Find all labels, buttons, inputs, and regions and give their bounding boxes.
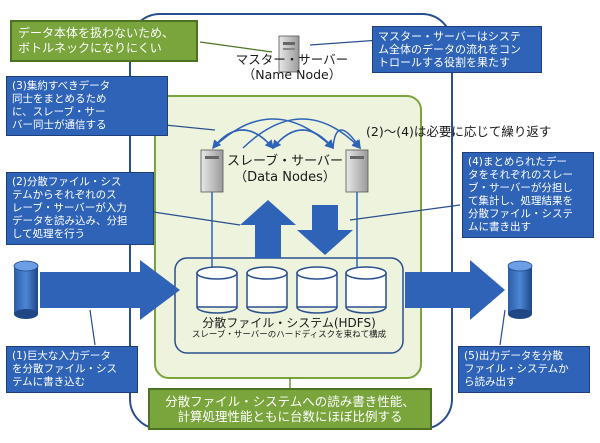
scalability-callout: 分散ファイル・システムへの読み書き性能、 計算処理性能ともに台数にほぼ比例する [148,388,432,430]
callout-line: 分散ファイル・システ [468,208,573,220]
step5-callout: (5)出力データを分散 ファイル・システムか ら読み出す [458,346,590,393]
read-up-arrow [240,200,296,258]
callout-line: マスター・サーバーはシステ [378,30,521,43]
callout-line: データを読み込み、分担 [12,215,128,227]
slave-title: スレーブ・サーバー [226,154,344,169]
callout-line: 計算処理性能ともに台数にほぼ比例する [177,409,403,424]
callout-line: (2)分散ファイル・シス [12,176,122,188]
hdfs-subtitle: スレーブ・サーバーのハードディスクを束ねて構成 [191,330,387,340]
callout-line: (5)出力データを分散 [464,350,563,362]
callout-line: レーブ・サーバーが入力 [12,202,127,214]
callout-line: ブ・サーバーが分担し [468,182,573,194]
callout-line: ファイル・システムか [464,363,569,375]
hdfs-label: 分散ファイル・システム(HDFS) スレーブ・サーバーのハードディスクを束ねて構… [178,316,400,341]
callout-line: トロールする役割を果たす [378,56,510,69]
hdfs-disk-4 [345,266,387,314]
step2-callout: (2)分散ファイル・シス テムからそれぞれのス レーブ・サーバーが入力 データを… [6,172,154,245]
callout-line: て集計し、処理結果を [468,195,573,207]
master-server-icon [278,35,300,73]
hdfs-disk-1 [196,266,238,314]
write-down-arrow [297,205,353,255]
callout-line: (1)巨大な入力データ [12,350,111,362]
callout-line: ら読み出す [464,376,517,388]
output-arrow [405,260,505,320]
callout-line: テムに書き込む [12,376,86,388]
hdfs-disk-3 [296,266,338,314]
master-title: マスター・サーバー [235,52,349,67]
callout-line: ボトルネックになりにくい [18,41,162,55]
callout-line: (4)まとめられたデー [468,156,567,168]
no-bottleneck-callout: データ本体を扱わないため、 ボトルネックになりにくい [10,20,198,62]
master-role-callout: マスター・サーバーはシステ ム全体のデータの流れをコン トロールする役割を果たす [372,26,542,73]
callout-line: ムに書き出す [468,221,531,233]
input-data-cylinder [13,260,39,319]
step4-callout: (4)まとめられたデー タをそれぞれのスレー ブ・サーバーが分担し て集計し、処… [462,152,594,238]
input-arrow [40,260,180,320]
output-data-cylinder [507,260,533,319]
callout-line: バー同士が通信する [12,119,107,131]
slave-communication-arcs [212,118,362,150]
slave-server-label: スレーブ・サーバー （Data Nodes） [215,154,355,186]
hdfs-title: 分散ファイル・システム(HDFS) [202,316,376,330]
callout-line: して処理を行う [12,228,86,240]
callout-line: を分散ファイル・シス [12,363,117,375]
step3-callout: (3)集約すべきデータ 同士をまとめるため に、スレーブ・サー バー同士が通信す… [6,76,168,136]
callout-line: タをそれぞれのスレー [468,169,573,181]
callout-line: データ本体を扱わないため、 [18,26,175,40]
step1-callout: (1)巨大な入力データ を分散ファイル・シス テムに書き込む [6,346,138,393]
callout-line: ム全体のデータの流れをコン [378,43,521,56]
slave-subtitle: （Data Nodes） [234,170,336,185]
master-server-label: マスター・サーバー （Name Node） [222,52,362,82]
callout-line: に、スレーブ・サー [12,106,106,118]
hdfs-disk-2 [246,266,288,314]
callout-line: (3)集約すべきデータ [12,80,111,92]
callout-line: テムからそれぞれのス [12,189,117,201]
master-subtitle: （Name Node） [242,67,342,82]
repeat-note: (2)〜(4)は必要に応じて繰り返す [366,124,552,139]
callout-line: 分散ファイル・システムへの読み書き性能、 [165,394,415,409]
callout-line: 同士をまとめるため [12,93,107,105]
